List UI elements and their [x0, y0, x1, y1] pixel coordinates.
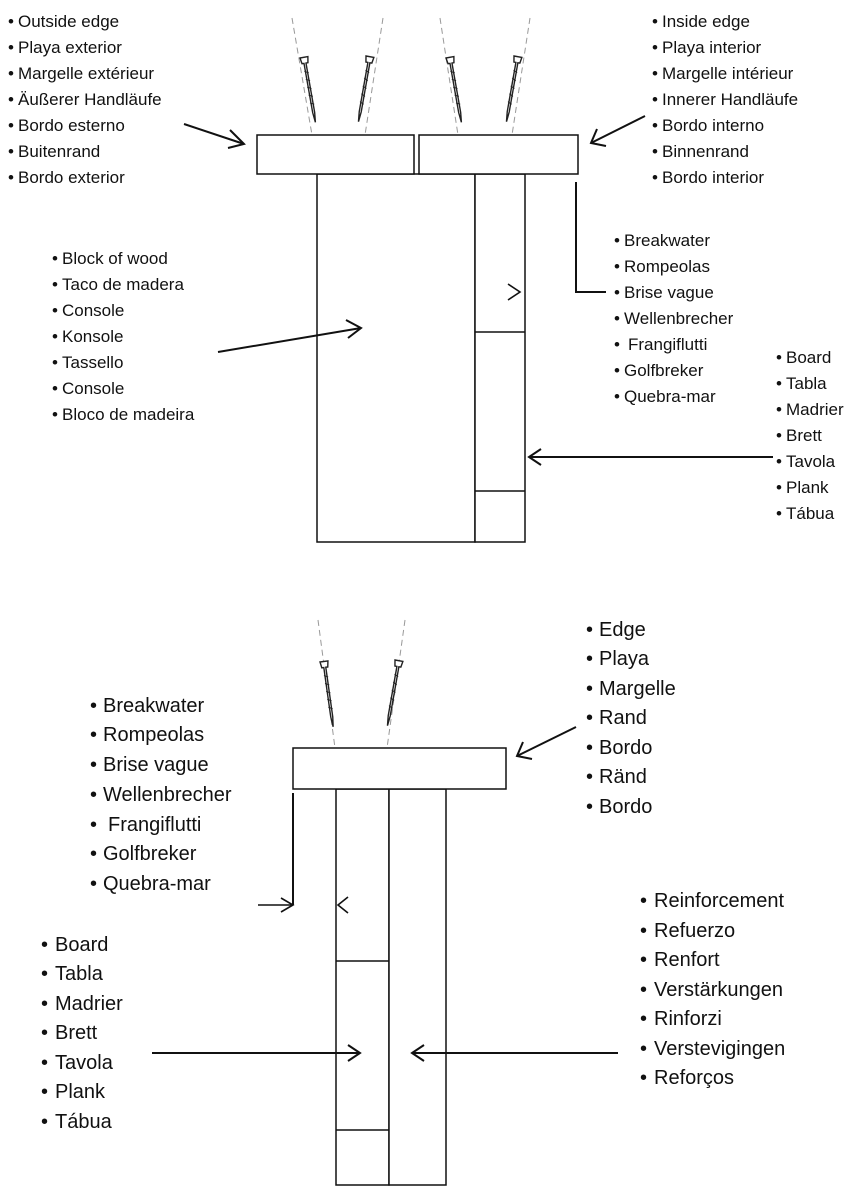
- bottom-breakwater-labels: •Breakwater •Rompeolas •Brise vague •Wel…: [90, 695, 237, 895]
- bottom-reinforcement-labels: •Reinforcement •Refuerzo •Renfort •Verst…: [640, 890, 791, 1089]
- top-block-of-wood-labels: •Block of wood •Taco de madera •Console …: [52, 249, 195, 424]
- screw-icon: [445, 55, 467, 124]
- top-inside-edge-labels: •Inside edge •Playa interior •Margelle i…: [652, 12, 803, 187]
- bottom-screws: [317, 619, 406, 749]
- bottom-arrows: [152, 726, 618, 1062]
- bottom-board: [335, 788, 390, 1186]
- screw-icon: [353, 55, 375, 124]
- top-outside-edge-labels: •Outside edge •Playa exterior •Margelle …: [8, 12, 166, 187]
- bottom-diagram: •Edge •Playa •Margelle •Rand •Bordo •Rän…: [41, 619, 791, 1186]
- top-arrows: [183, 115, 773, 466]
- top-board: [474, 173, 526, 543]
- bottom-edge-labels: •Edge •Playa •Margelle •Rand •Bordo •Rän…: [586, 619, 681, 818]
- top-breakwater-labels: •Breakwater •Rompeolas •Brise vague •Wel…: [614, 231, 738, 406]
- top-block-of-wood: [316, 173, 476, 543]
- screw-icon: [382, 659, 404, 728]
- top-inside-edge-coping: [418, 134, 579, 175]
- top-screws: [291, 17, 531, 136]
- top-board-labels: •Board •Tabla •Madrier •Brett •Tavola •P…: [776, 348, 848, 523]
- top-diagram: •Outside edge •Playa exterior •Margelle …: [8, 12, 848, 543]
- bottom-reinforcement: [388, 788, 447, 1186]
- bottom-edge-coping: [292, 747, 507, 790]
- top-outside-edge-coping: [256, 134, 415, 175]
- bottom-board-labels: •Board •Tabla •Madrier •Brett •Tavola •P…: [41, 934, 128, 1133]
- screw-icon: [299, 55, 321, 124]
- screw-icon: [319, 660, 338, 729]
